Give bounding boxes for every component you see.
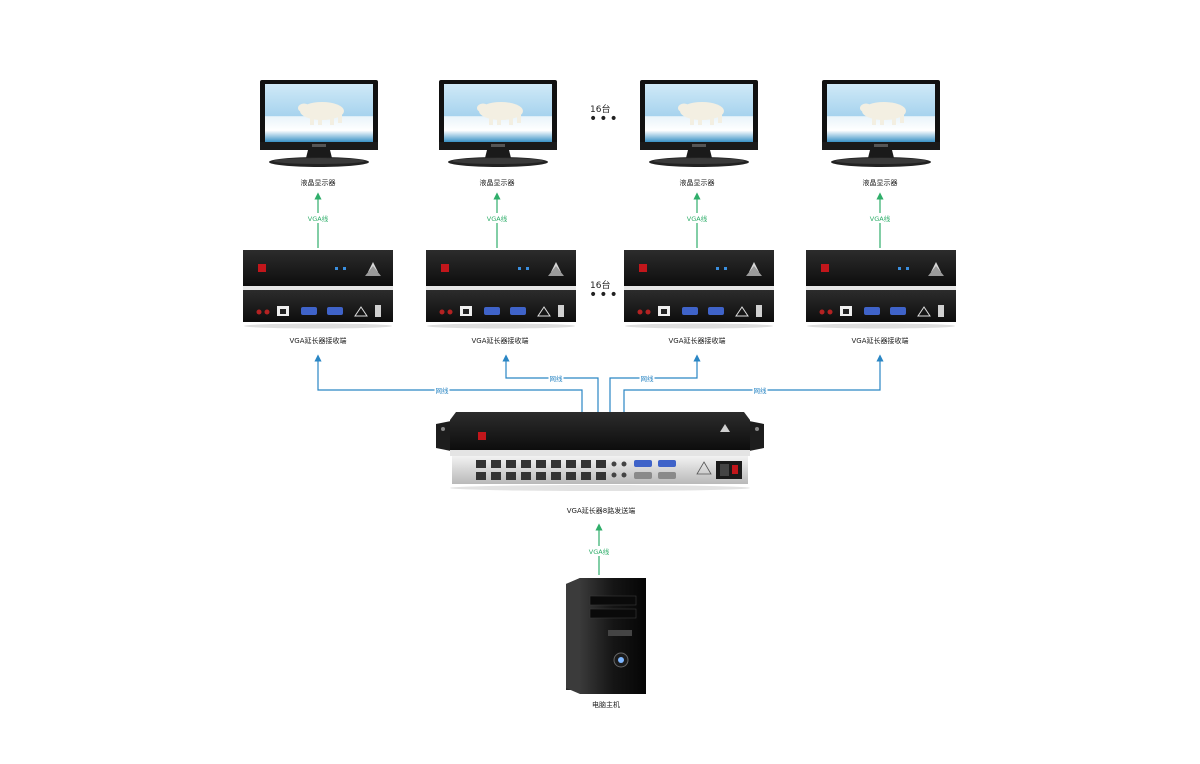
network-cable-label-3: 网线: [639, 373, 655, 383]
network-cable-label-1: 网线: [434, 385, 450, 395]
receiver-box-1: [242, 249, 394, 329]
network-cable-4: [623, 354, 884, 412]
network-cable-label-2: 网线: [548, 373, 564, 383]
monitor-3: [640, 80, 758, 167]
monitor-label-1: 液晶显示器: [300, 179, 336, 187]
receiver-box-2: [425, 249, 577, 329]
monitor-4: [822, 80, 940, 167]
receiver-label-3: VGA延长器接收端: [668, 337, 726, 345]
monitor-label-3: 液晶显示器: [679, 179, 715, 187]
monitor-label-2: 液晶显示器: [479, 179, 515, 187]
monitor-label-4: 液晶显示器: [862, 179, 898, 187]
receiver-ellipsis-icon: •••: [589, 287, 620, 303]
computer-label: 电脑主机: [592, 701, 620, 709]
vga-cable-label-4: VGA线: [868, 213, 892, 223]
vga-cable-label-2: VGA线: [485, 213, 509, 223]
transmitter-box: [436, 412, 764, 491]
vga-cable-label-3: VGA线: [685, 213, 709, 223]
transmitter-label: VGA延长器8路发送端: [566, 507, 636, 515]
network-cable-2: [502, 354, 599, 412]
receiver-label-1: VGA延长器接收端: [289, 337, 347, 345]
receiver-box-3: [623, 249, 775, 329]
receiver-box-4: [805, 249, 957, 329]
vga-cable-label-1: VGA线: [306, 213, 330, 223]
monitor-1: [260, 80, 378, 167]
host-vga-cable-label: VGA线: [587, 546, 611, 556]
monitor-count-label: 16台: [590, 105, 611, 115]
network-cable-1: [314, 354, 583, 412]
network-cable-3: [609, 354, 701, 412]
monitor-2: [439, 80, 557, 167]
network-cable-label-4: 网线: [752, 385, 768, 395]
receiver-label-2: VGA延长器接收端: [471, 337, 529, 345]
monitor-ellipsis-icon: •••: [589, 111, 620, 127]
computer-tower: [566, 578, 646, 694]
receiver-label-4: VGA延长器接收端: [851, 337, 909, 345]
receiver-count-label: 16台: [590, 281, 611, 291]
